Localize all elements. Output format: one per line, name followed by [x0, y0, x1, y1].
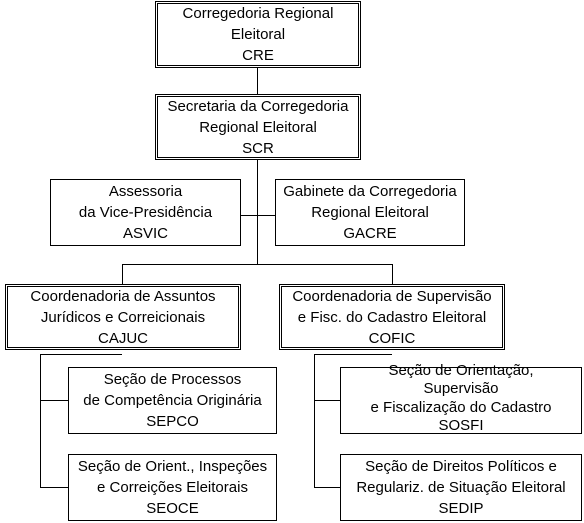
box-sosfi: Seção de Orientação, Supervisão e Fiscal…: [340, 362, 582, 434]
sedip-line-1: Seção de Direitos Políticos e: [365, 458, 557, 475]
gacre-line-2: Regional Eleitoral: [311, 204, 429, 221]
cre-line-2: Eleitoral: [230, 26, 286, 43]
box-sedip: Seção de Direitos Políticos e Regulariz.…: [340, 454, 582, 521]
cofic-line-2: e Fisc. do Cadastro Eleitoral: [297, 308, 487, 326]
connector-cajuc-branch: [40, 354, 41, 488]
cofic-line-3: COFIC: [368, 329, 416, 347]
cofic-line-1: Coordenadoria de Supervisão: [292, 287, 492, 305]
cre-line-3: CRE: [242, 47, 274, 64]
connector-to-sosfi: [314, 400, 340, 401]
asvic-line-1: Assessoria: [108, 183, 183, 200]
connector-trunk: [257, 160, 258, 264]
cre-line-1: Corregedoria Regional: [182, 5, 334, 22]
asvic-line-3: ASVIC: [122, 225, 168, 242]
connector-to-asvic: [241, 215, 257, 216]
seoce-line-2: e Correições Eleitorais: [97, 479, 248, 496]
connector-to-sepco: [40, 400, 68, 401]
connector-to-sedip: [314, 487, 340, 488]
scr-line-3: SCR: [242, 139, 274, 157]
scr-line-2: Regional Eleitoral: [199, 118, 317, 136]
sosfi-line-3: e Fiscalização do Cadastro: [370, 399, 552, 416]
gacre-line-1: Gabinete da Corregedoria: [283, 183, 457, 200]
sosfi-line-2: Supervisão: [423, 380, 499, 397]
connector-to-cajuc: [122, 264, 123, 284]
box-cofic: Coordenadoria de Supervisão e Fisc. do C…: [279, 284, 505, 350]
connector-cofic-top: [314, 354, 392, 355]
connector-to-gacre: [257, 215, 275, 216]
box-scr: Secretaria da Corregedoria Regional Elei…: [155, 94, 361, 160]
sepco-line-2: de Competência Originária: [83, 392, 262, 409]
box-cajuc: Coordenadoria de Assuntos Jurídicos e Co…: [5, 284, 241, 350]
sepco-line-3: SEPCO: [146, 413, 199, 430]
box-asvic: Assessoria da Vice-Presidência ASVIC: [50, 179, 241, 246]
sosfi-line-1: Seção de Orientação,: [388, 362, 534, 379]
gacre-line-3: GACRE: [343, 225, 397, 242]
seoce-line-3: SEOCE: [146, 500, 199, 517]
box-cre: Corregedoria Regional Eleitoral CRE: [155, 1, 361, 68]
scr-line-1: Secretaria da Corregedoria: [167, 97, 349, 115]
connector-to-seoce: [40, 487, 68, 488]
box-seoce: Seção de Orient., Inspeções e Correições…: [68, 454, 277, 521]
sedip-line-2: Regulariz. de Situação Eleitoral: [356, 479, 566, 496]
box-sepco: Seção de Processos de Competência Origin…: [68, 367, 277, 434]
cajuc-line-3: CAJUC: [97, 329, 148, 347]
sedip-line-3: SEDIP: [438, 500, 484, 517]
cajuc-line-1: Coordenadoria de Assuntos: [30, 287, 216, 305]
connector-coord-bar: [122, 264, 393, 265]
connector-to-cofic: [392, 264, 393, 284]
connector-cofic-branch: [314, 354, 315, 488]
sosfi-line-4: SOSFI: [438, 417, 484, 434]
seoce-line-1: Seção de Orient., Inspeções: [77, 458, 268, 475]
sepco-line-1: Seção de Processos: [103, 371, 242, 388]
asvic-line-2: da Vice-Presidência: [78, 204, 213, 221]
connector-cre-scr: [257, 68, 258, 94]
box-gacre: Gabinete da Corregedoria Regional Eleito…: [275, 179, 465, 246]
connector-cajuc-top: [40, 354, 122, 355]
cajuc-line-2: Jurídicos e Correicionais: [40, 308, 206, 326]
